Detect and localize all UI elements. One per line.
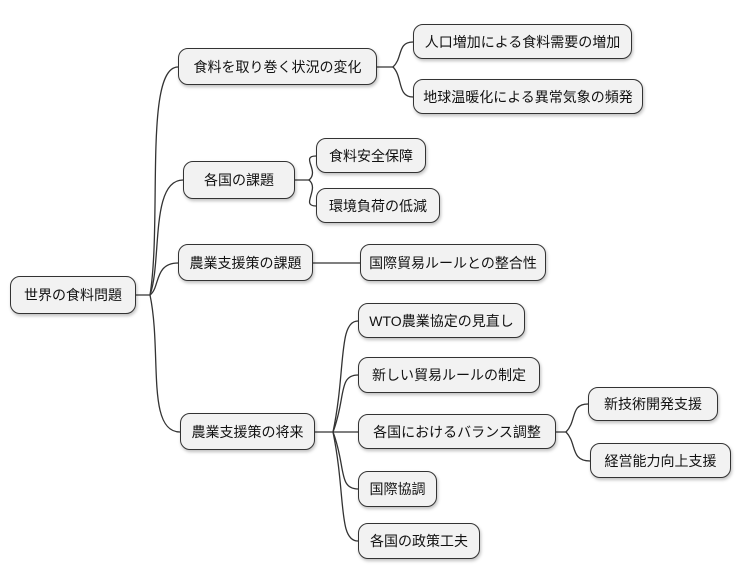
node-food-situation-changes: 食料を取り巻く状況の変化 [178, 48, 377, 85]
node-country-policy-ingenuity: 各国の政策工夫 [358, 523, 480, 559]
node-environmental-load-reduction: 環境負荷の低減 [316, 188, 440, 223]
edge-b1-to-global-warming-weather [392, 66, 414, 98]
edge-root-to-agri-support-issues [149, 262, 179, 296]
node-international-cooperation: 国際協調 [358, 471, 437, 507]
edge-b4-to-new-trade-rules [332, 374, 359, 433]
node-agri-support-future: 農業支援策の将来 [180, 413, 315, 450]
node-wto-agreement-review: WTO農業協定の見直し [358, 303, 525, 338]
edge-l4c-to-management-capability-support [565, 431, 591, 462]
node-population-food-demand: 人口増加による食料需要の増加 [413, 24, 632, 59]
node-country-issues: 各国の課題 [183, 161, 295, 199]
edge-l4c-to-new-tech-support [565, 403, 589, 433]
edge-root-to-food-situation-changes [149, 66, 179, 296]
edge-b2-to-environmental-load-reduction [308, 179, 317, 207]
node-new-tech-support: 新技術開発支援 [588, 387, 718, 421]
edge-b4-to-international-cooperation [332, 431, 359, 490]
edge-root-to-country-issues [149, 179, 184, 296]
node-country-balance-adjustment: 各国におけるバランス調整 [358, 414, 556, 449]
edge-b4-to-country-policy-ingenuity [332, 431, 359, 542]
edge-root-to-agri-support-future [149, 294, 181, 433]
node-food-security: 食料安全保障 [316, 138, 426, 173]
node-trade-rules-consistency: 国際貿易ルールとの整合性 [360, 244, 546, 281]
edge-b1-to-population-food-demand [392, 41, 414, 68]
node-agri-support-issues: 農業支援策の課題 [178, 244, 313, 281]
edge-b4-to-wto-agreement-review [332, 320, 359, 433]
node-global-warming-weather: 地球温暖化による異常気象の頻発 [413, 79, 643, 114]
edge-b2-to-food-security [308, 155, 317, 181]
node-world-food-problem: 世界の食料問題 [10, 276, 136, 314]
node-management-capability-support: 経営能力向上支援 [590, 443, 731, 478]
node-new-trade-rules: 新しい貿易ルールの制定 [358, 357, 540, 393]
